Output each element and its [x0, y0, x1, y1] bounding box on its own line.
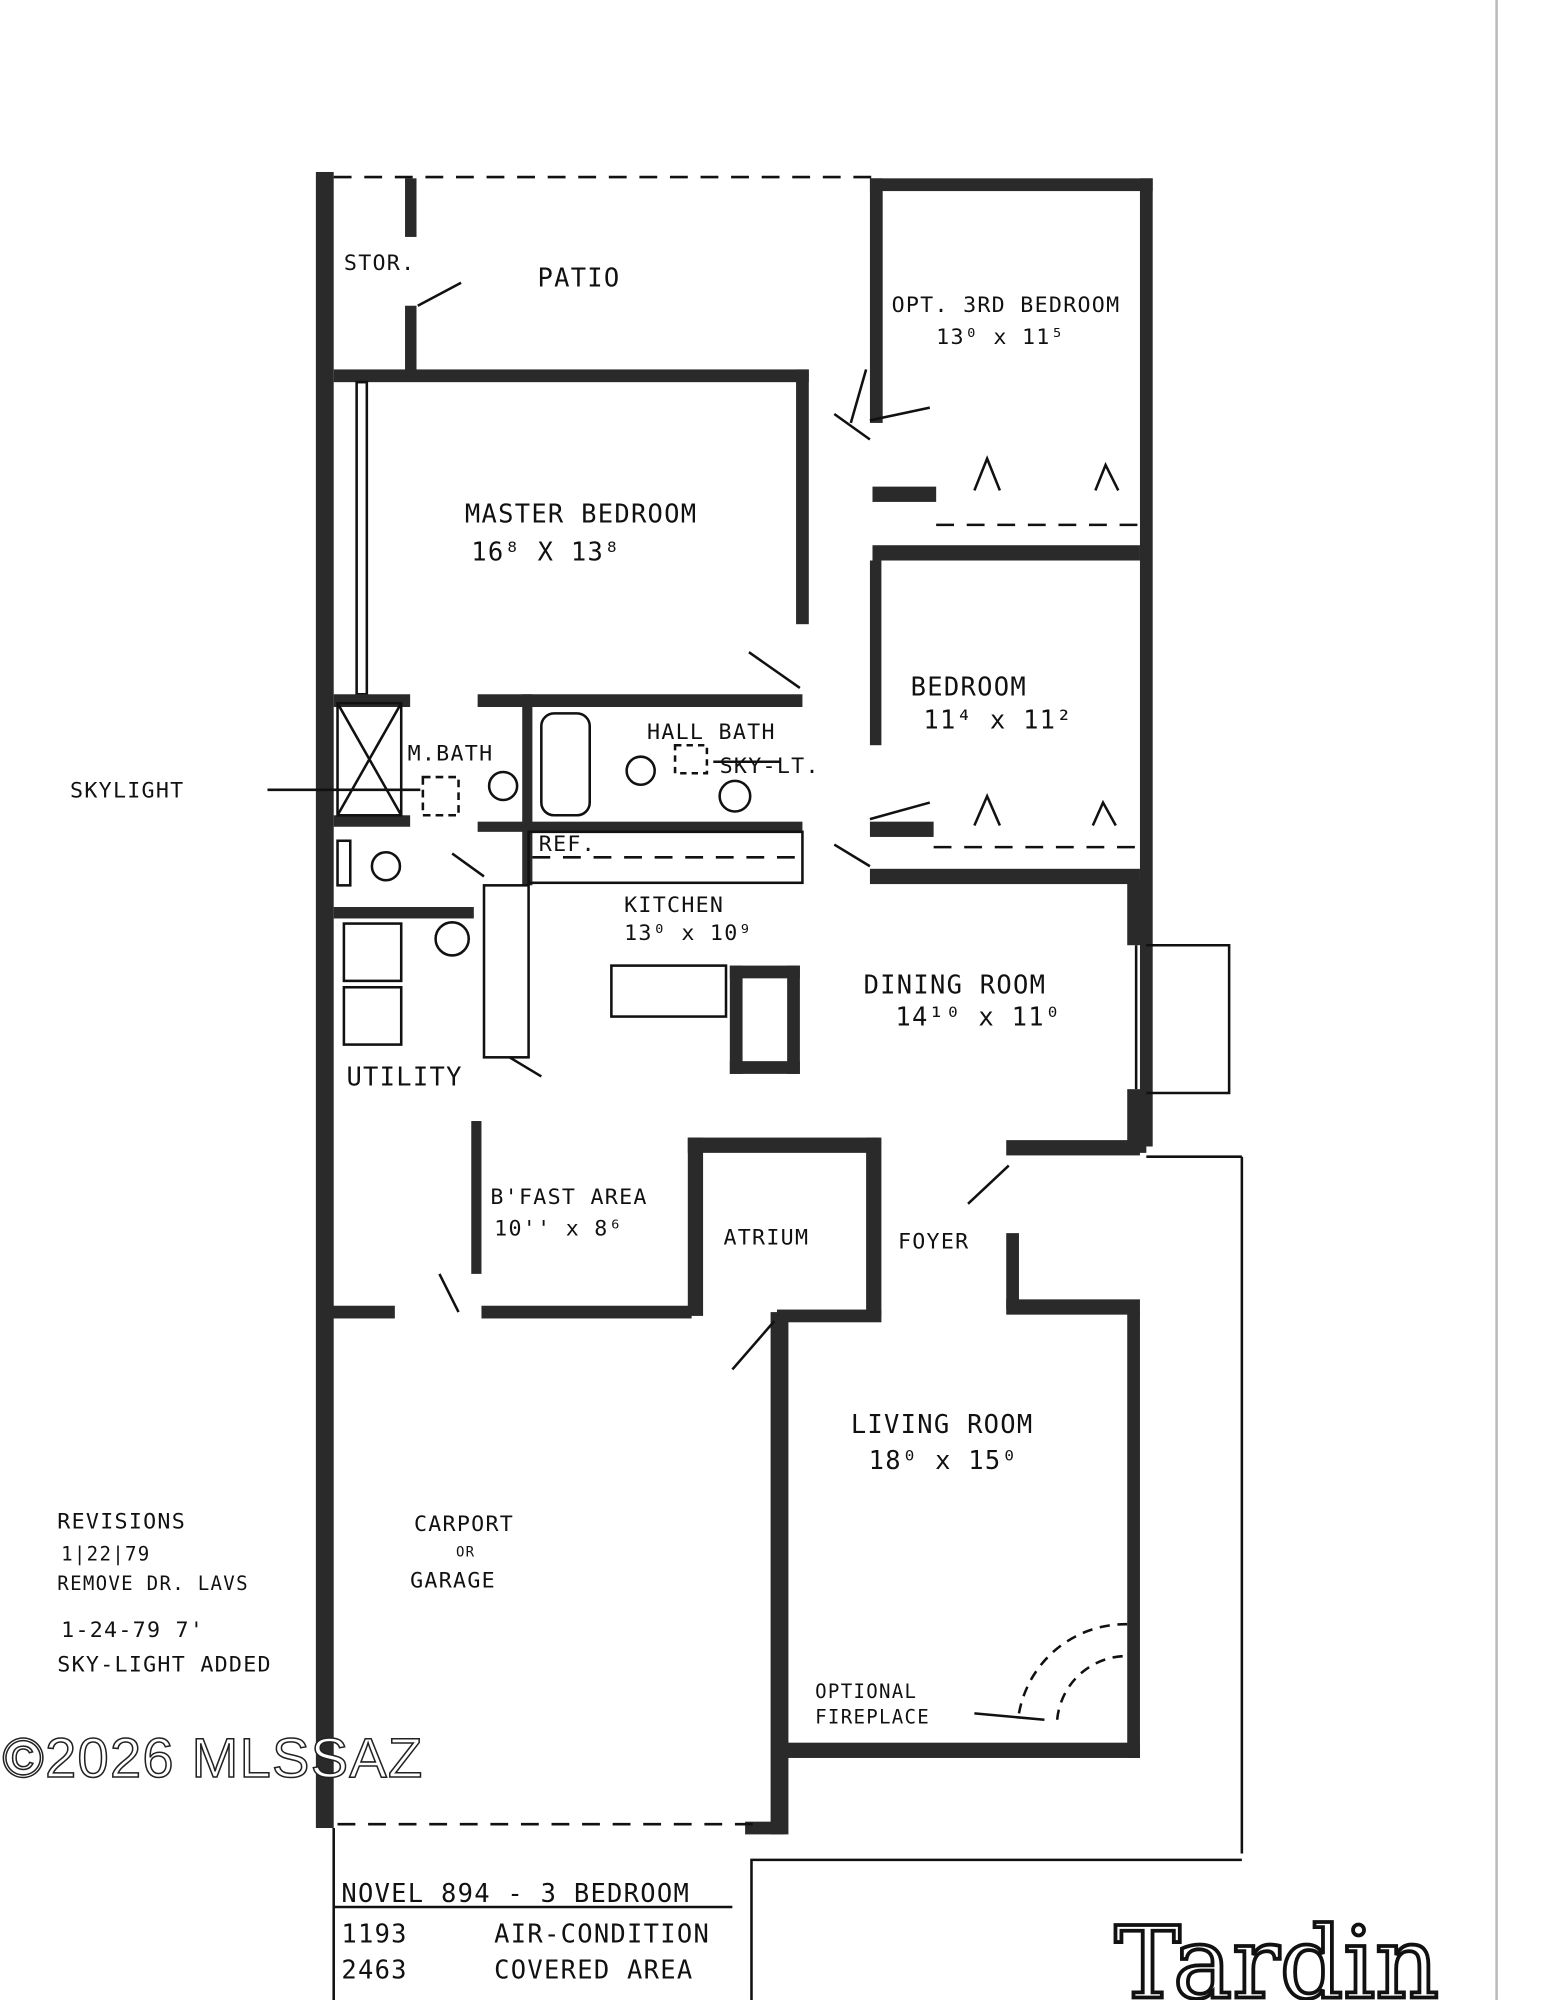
label-master-bedroom-size: 16⁸ X 13⁸ — [471, 538, 620, 568]
label-hall-bath: HALL BATH — [647, 720, 776, 745]
label-dining-room: DINING ROOM — [864, 971, 1047, 1001]
label-ref: REF. — [539, 832, 596, 857]
label-utility: UTILITY — [346, 1062, 462, 1092]
label-opt-bedroom: OPT. 3RD BEDROOM — [892, 293, 1121, 318]
watermark: ©2026 MLSSAZ — [3, 1726, 424, 1789]
label-m-bath: M.BATH — [408, 742, 494, 767]
label-bfast-area: B'FAST AREA — [490, 1185, 647, 1210]
label-bfast-size: 10'' x 8⁶ — [494, 1217, 623, 1242]
svg-text:Tardin: Tardin — [1114, 1906, 1439, 2000]
revision-date-1: 1|22|79 — [61, 1543, 150, 1566]
covered-area-label: COVERED AREA — [494, 1955, 693, 1985]
label-living-room-size: 18⁰ x 15⁰ — [869, 1446, 1018, 1476]
label-carport: CARPORT — [414, 1512, 514, 1537]
label-bedroom: BEDROOM — [911, 673, 1027, 703]
label-fireplace-2: FIREPLACE — [815, 1706, 930, 1729]
label-dining-room-size: 14¹⁰ x 11⁰ — [895, 1002, 1061, 1032]
revision-note-1: REMOVE DR. LAVS — [57, 1572, 249, 1595]
label-kitchen: KITCHEN — [624, 893, 724, 918]
ac-area-label: AIR-CONDITION — [494, 1920, 710, 1950]
label-carport-or: OR — [456, 1545, 475, 1561]
label-living-room: LIVING ROOM — [851, 1410, 1034, 1440]
label-sky-lt: SKY-LT. — [720, 754, 820, 779]
title-block: NOVEL 894 - 3 BEDROOM 1193 AIR-CONDITION… — [341, 1879, 710, 1985]
label-garage: GARAGE — [410, 1568, 496, 1593]
walls — [267, 171, 1244, 2000]
label-patio: PATIO — [538, 264, 621, 294]
label-master-bedroom: MASTER BEDROOM — [465, 499, 697, 529]
covered-area-value: 2463 — [341, 1955, 407, 1985]
ac-area-value: 1193 — [341, 1920, 407, 1950]
label-stor: STOR. — [344, 251, 416, 276]
label-atrium: ATRIUM — [723, 1226, 809, 1251]
label-foyer: FOYER — [898, 1229, 970, 1254]
label-fireplace-1: OPTIONAL — [815, 1680, 917, 1703]
label-skylight: SKYLIGHT — [70, 778, 184, 803]
label-kitchen-size: 13⁰ x 10⁹ — [624, 921, 753, 946]
label-opt-bedroom-size: 13⁰ x 11⁵ — [936, 325, 1065, 350]
room-labels: STOR. PATIO OPT. 3RD BEDROOM 13⁰ x 11⁵ M… — [70, 251, 1121, 1729]
model-name: NOVEL 894 - 3 BEDROOM — [341, 1879, 690, 1909]
revisions-title: REVISIONS — [57, 1510, 186, 1535]
revision-note-2: SKY-LIGHT ADDED — [57, 1652, 272, 1677]
revision-date-2: 1-24-79 7' — [61, 1618, 204, 1643]
label-bedroom-size: 11⁴ x 11² — [923, 706, 1072, 736]
revisions-note: REVISIONS 1|22|79 REMOVE DR. LAVS 1-24-7… — [57, 1510, 272, 1678]
tardin-logo: Tardin — [1113, 1905, 1441, 2000]
